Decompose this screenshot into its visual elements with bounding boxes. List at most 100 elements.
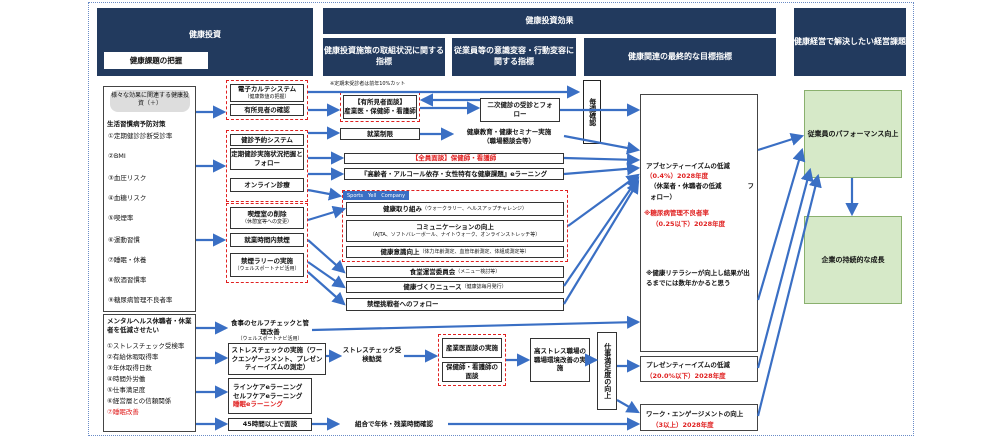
communication-text: コミュニケーションの向上	[416, 223, 494, 232]
kitsuen-text: 喫煙室の削除	[247, 210, 287, 219]
lifestyle-title: 生活習慣病予防対策	[107, 120, 166, 128]
group-sports-yell	[342, 190, 568, 262]
denshi-karte-box: 電子カルテシステム （健康数値の把握）	[230, 84, 304, 102]
absenteeism-text: アブセンティーイズムの低減	[646, 162, 730, 170]
shokuji-box: 食事のセルフチェックと管理改善 （ウェルスポートナビ活用）	[228, 318, 312, 343]
header-shisaku-shihyo: 健康投資施策の取組状況に関する指標	[323, 38, 445, 76]
literacy-text: ※健康リテラシーが向上し結果が出るまでには数年かかると思う	[646, 269, 750, 288]
koshutoku-box: 高ストレス職場の職場環境改善の実施	[530, 338, 590, 382]
engagement-text: ワーク・エンゲージメントの向上	[646, 410, 744, 418]
kitsuen-box: 喫煙室の削除 （休憩室等への変更）	[230, 207, 304, 229]
mental-item: ②有給休暇取得率	[107, 353, 159, 361]
kumiai-box: 組合で年休・残業時間確認	[340, 418, 448, 431]
header-kenko-toshi-koka: 健康投資効果	[323, 8, 776, 34]
communication-sub: （AJTA、ソフトバレーボール、ナイトウォーク、オンラインストレッチ等）	[369, 232, 541, 238]
group-kitsuen	[226, 203, 308, 283]
arrow	[567, 173, 640, 227]
communication-box: コミュニケーションの向上 （AJTA、ソフトバレーボール、ナイトウォーク、オンラ…	[346, 220, 564, 242]
presenteeism-text: プレゼンティーイズムの低減	[646, 361, 730, 369]
left-upper-panel	[103, 86, 196, 312]
group-kenshin	[226, 130, 308, 202]
zenin-mendan-box: 【全員面談】保健師・看護師	[344, 153, 564, 164]
mental-item: ⑥経営層との信頼関係	[107, 397, 172, 405]
lifestyle-item: ⑤喫煙率	[108, 214, 134, 222]
kenko-torikumi-text: 健康取り組み	[383, 204, 423, 213]
sama-label: 様々な効果に関連する健康投資（＋）	[110, 90, 190, 112]
lifestyle-item: ④血糖リスク	[108, 194, 147, 202]
arrow	[756, 147, 806, 301]
overtime-box: 45時間以上で面談	[228, 418, 312, 431]
note-text: ※定期未受診者は前年10%カット	[330, 81, 406, 87]
teiki-kenshin-box: 定期健診実施状況把握とフォロー	[230, 148, 304, 170]
lifestyle-item: ②BMI	[108, 152, 126, 160]
shokudo-sub: （メニュー検討等）	[455, 268, 501, 275]
shigoto-manzoku-box: 仕事満足度の向上	[597, 332, 617, 410]
kinen-follow-box: 禁煙挑戦者へのフォロー	[346, 298, 564, 311]
mental-item: ③年休取得日数	[107, 364, 152, 372]
engagement-box	[640, 404, 758, 431]
kenko-ishiki-box: 健康意識向上 （体力年齢測定、血管年齢測定、体組成測定等）	[346, 246, 564, 258]
absenteeism-target: （0.4%）2028年度	[646, 172, 709, 180]
header-kenko-toshi-text: 健康投資	[189, 30, 221, 39]
seicho-box: 企業の持続的な成長	[804, 216, 902, 304]
mental-item: ⑤仕事満足度	[107, 386, 146, 394]
lifestyle-item: ⑥運動習慣	[108, 236, 140, 244]
hokenshi-mendan-box: 保健師・看護師の面談	[442, 362, 502, 382]
arrow	[563, 153, 641, 167]
sangyoi-text: 産業医・保健師・看護師	[344, 107, 416, 115]
header-kadai-haaku: 健康課題の把握	[104, 52, 208, 69]
denshi-karte-text: 電子カルテシステム	[237, 85, 297, 94]
mental-item: ④時間外労働	[107, 375, 146, 383]
kenko-torikumi-box: 健康取り組み （ウォークラリー、ヘルスアップチャレンジ）	[346, 202, 564, 216]
online-box: オンライン診療	[230, 178, 304, 192]
denshi-karte-sub: （健康数値の把握）	[244, 94, 290, 100]
shugyo-seigen-box: 就業制限	[340, 128, 420, 140]
arrow	[563, 134, 641, 155]
sangyoi-jisshi-box: 産業医面談の実施	[442, 338, 502, 358]
header-saishu-shihyo: 健康関連の最終的な目標指標	[584, 38, 776, 76]
arrow	[307, 187, 343, 201]
kenko-news-box: 健康づくりニュース （健康誌毎月発行）	[346, 281, 564, 293]
arrow	[311, 315, 641, 332]
koreisha-box: 『高齢者・アルコール依存・女性特有な健康課題』eラーニング	[344, 168, 564, 180]
kinen-rally-box: 禁煙ラリーの実施 （ウェルスポートナビ活用）	[230, 253, 304, 277]
lifestyle-item: ①定期健診診断受診率	[108, 132, 173, 140]
lifestyle-item: ⑨糖尿病管理不良者率	[108, 296, 173, 304]
header-keiei-kadai: 健康経営で解決したい経営課題	[794, 8, 906, 76]
tonyo-text: ※糖尿病管理不良者率	[644, 209, 709, 217]
shokuji-sub: （ウェルスポートナビ活用）	[237, 336, 303, 343]
arrow	[307, 239, 346, 274]
arrow	[756, 173, 822, 417]
kenko-news-sub: （健康誌毎月発行）	[461, 283, 507, 290]
kenshin-yoyaku-box: 健診予約システム	[230, 134, 304, 146]
arrow	[307, 261, 346, 289]
stress-jukenn-box: ストレスチェック受検勧奨	[340, 344, 404, 366]
arrow	[563, 162, 641, 176]
arrow	[307, 205, 347, 222]
arrow	[563, 176, 640, 287]
shokudo-text: 食堂運営委員会	[409, 267, 456, 276]
tonyo-target: （0.25以下）2028年度	[652, 220, 726, 228]
kitsuen-sub: （休憩室等への変更）	[241, 219, 292, 225]
mental-title: メンタルヘルス休職者・休業者を低減させたい	[107, 317, 192, 334]
presenteeism-target: （20.0%以下）2028年度	[646, 372, 726, 380]
kenko-kyoiku-box: 健康教育・健康セミナー実施 （職場懇談会等）	[454, 126, 564, 148]
line-care-text: ラインケアeラーニング	[233, 382, 303, 391]
lifestyle-item: ⑦睡眠・休養	[108, 256, 147, 264]
kinen-rally-text: 禁煙ラリーの実施	[241, 257, 293, 266]
kenko-torikumi-sub: （ウォークラリー、ヘルスアップチャレンジ）	[422, 205, 527, 212]
ecare-box: ラインケアeラーニング セルフケアeラーニング 睡眠eラーニング	[228, 378, 312, 414]
performance-box: 従業員のパフォーマンス向上	[804, 90, 902, 178]
kenko-ishiki-sub: （体力年齢測定、血管年齢測定、体組成測定等）	[419, 248, 530, 255]
shugyo-box: 就業時間内禁煙	[230, 233, 304, 247]
outer-frame	[88, 2, 914, 436]
header-ishiki-shihyo: 従業員等の意識変容・行動変容に関する指標	[452, 38, 576, 76]
lifestyle-item: ⑧飲酒習慣率	[108, 276, 147, 284]
shokuji-text: 食事のセルフチェックと管理改善	[231, 318, 309, 336]
group-denshi-karte	[226, 80, 308, 120]
kenko-ishiki-text: 健康意識向上	[380, 247, 420, 256]
lifestyle-item: ③血圧リスク	[108, 174, 147, 182]
yusho-mendan-text: 【有所見者面談】	[354, 98, 406, 107]
niji-kenshin-box: 二次健診の受診とフォロー	[480, 98, 560, 122]
